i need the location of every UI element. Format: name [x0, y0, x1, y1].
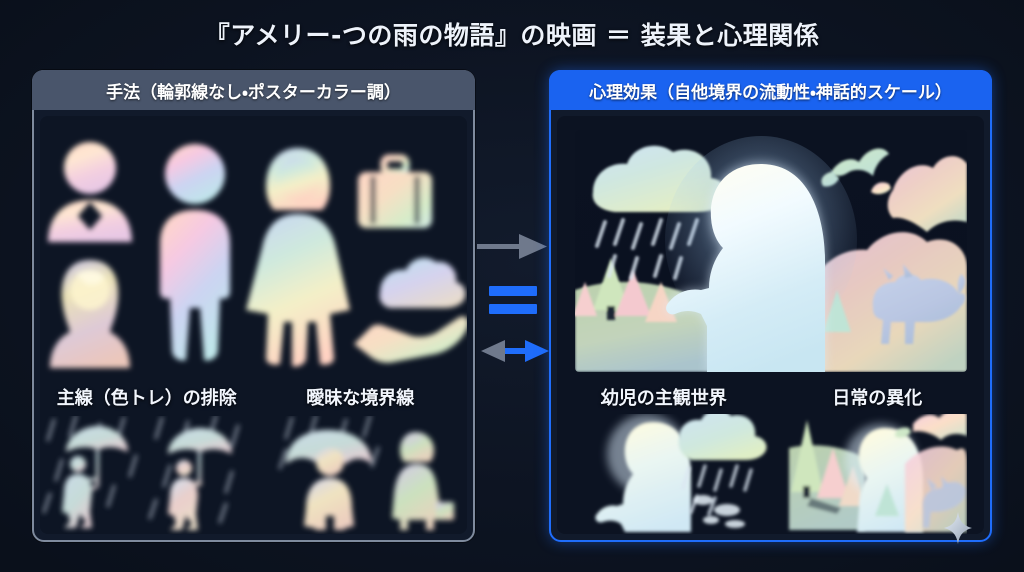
- effect-main-scene: [575, 130, 967, 372]
- arrow-right-blue-icon: [505, 340, 549, 362]
- panel-psychological-effect: 心理効果（自他境界の流動性・神話的スケール）: [549, 70, 992, 542]
- method-icon-grid: [40, 132, 467, 377]
- person-bust-icon: [48, 142, 132, 242]
- long-hair-girl-icon: [50, 260, 130, 368]
- child-with-raincloud-scene: [595, 414, 767, 532]
- method-captions: 主線（色トレ）の排除 曖昧な境界線: [40, 384, 467, 410]
- child-under-umbrella-icon: [286, 430, 372, 530]
- panel-method-header: 手法（輪郭線なし・ポスターカラー調）: [32, 70, 475, 110]
- hand-holding-cloud-icon: [354, 257, 467, 363]
- method-rain-figures: [40, 416, 467, 534]
- equals-sign-blue-icon: [489, 286, 537, 314]
- beast-silhouette-icon: [872, 264, 966, 344]
- trees-left: [575, 258, 677, 322]
- raincloud-small-icon: [678, 414, 767, 528]
- effect-captions: 幼児の主観世界 日常の異化: [557, 384, 984, 410]
- page-title: 『アメリー‐つの雨の物語』の映画 ＝ 装果と心理関係: [204, 21, 820, 50]
- child-reaching-icon: [666, 164, 825, 372]
- effect-caption-1: 幼児の主観世界: [600, 388, 727, 409]
- panel-effect-body: 幼児の主観世界 日常の異化: [557, 116, 984, 534]
- standing-child-with-bag-icon: [392, 432, 454, 530]
- standing-woman-icon: [246, 148, 350, 367]
- arrow-right-gray-icon: [477, 234, 547, 259]
- method-caption-1: 主線（色トレ）の排除: [56, 388, 237, 409]
- arrow-left-gray-icon: [481, 340, 505, 362]
- sparkle-diamond-icon: [944, 512, 972, 544]
- standing-man-icon: [160, 144, 230, 361]
- panel-effect-header: 心理効果（自他境界の流動性・神話的スケール）: [549, 70, 992, 110]
- method-caption-2: 曖昧な境界線: [306, 388, 415, 409]
- walking-umbrella-child-icon: [168, 428, 232, 530]
- dragon-silhouette-icon: [871, 156, 967, 232]
- panel-method: 手法（輪郭線なし・ポスターカラー調）: [32, 70, 475, 542]
- mythic-creatures-small: [875, 414, 967, 532]
- panel-method-body: 主線（色トレ）の排除 曖昧な境界線: [40, 116, 467, 534]
- walking-umbrella-person-icon: [62, 426, 128, 528]
- connector-group: [477, 228, 549, 368]
- effect-bottom-scenes: [575, 414, 967, 534]
- effect-caption-2: 日常の異化: [832, 388, 923, 409]
- child-with-forest-and-creatures-scene: [789, 414, 967, 532]
- suitcase-icon: [358, 154, 432, 228]
